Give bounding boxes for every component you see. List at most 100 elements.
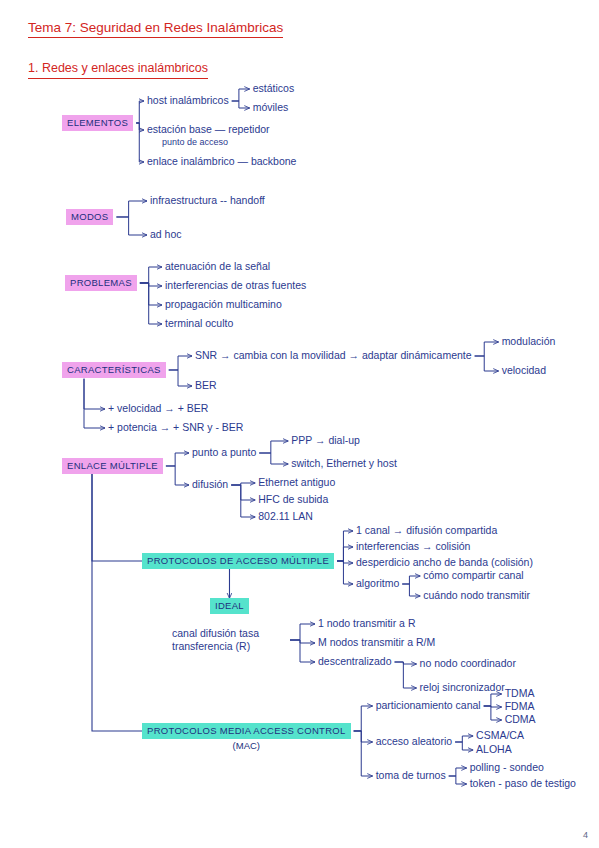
branch-line (231, 485, 255, 517)
note-text: cuándo nodo transmitir (423, 589, 530, 602)
note-text: modulación (502, 335, 556, 348)
note-text: token - paso de testigo (470, 777, 576, 790)
note-text: interferencias de otras fuentes (165, 279, 306, 292)
branch-line (402, 576, 420, 584)
branch-line (449, 768, 467, 776)
topic-box: ENLACE MÚLTIPLE (62, 458, 163, 473)
branch-line (354, 731, 373, 742)
connector-line (92, 474, 142, 731)
topic-subtext: (MAC) (142, 739, 351, 751)
note-text: descentralizado (318, 655, 392, 668)
section-heading: 1. Redes y enlaces inalámbricos (28, 61, 208, 79)
topic-box: PROTOCOLOS MEDIA ACCESS CONTROL(MAC) (142, 723, 351, 738)
connector-line (229, 569, 230, 599)
note-text: algoritmo (356, 577, 399, 590)
note-text: difusión (192, 478, 228, 491)
branch-line (484, 694, 502, 706)
note-text: ALOHA (476, 743, 512, 756)
note-text: enlace inalámbrico — backbone (147, 155, 296, 168)
note-text: 1 nodo transmitir a R (318, 617, 415, 630)
connector-line (92, 474, 142, 561)
note-text: canal difusión tasa transferencia (R) (172, 627, 287, 653)
topic-box: IDEAL (210, 598, 249, 613)
branch-line (402, 584, 420, 596)
note-text: estación base — repetidor (147, 123, 270, 136)
topic-box: PROTOCOLOS DE ACCESO MÚLTIPLE (142, 553, 334, 568)
note-text: acceso aleatorio (376, 735, 452, 748)
topic-box: CARACTERÍSTICAS (62, 362, 166, 377)
note-text: cómo compartir canal (423, 569, 523, 582)
branch-line (166, 453, 189, 466)
branch-line (116, 217, 147, 235)
branch-line (84, 379, 105, 428)
note-text: 802.11 LAN (258, 510, 313, 523)
topic-text: CARACTERÍSTICAS (62, 362, 166, 377)
branch-line (140, 283, 162, 324)
branch-line (140, 283, 162, 305)
topic-text: IDEAL (210, 598, 249, 613)
page-title: Tema 7: Seguridad en Redes Inalámbricas (28, 20, 283, 38)
topic-box: ELEMENTOS (62, 115, 133, 130)
note-text: punto de acceso (162, 137, 228, 148)
note-text: atenuación de la señal (165, 260, 270, 273)
note-text: M nodos transmitir a R/M (318, 636, 435, 649)
branch-line (140, 267, 162, 283)
note-text: estáticos (253, 82, 294, 95)
note-text: infraestructura -- handoff (150, 194, 265, 207)
branch-line (232, 89, 250, 101)
topic-box: MODOS (66, 209, 113, 224)
note-text: host inalámbricos (147, 94, 229, 107)
topic-text: MODOS (66, 209, 113, 224)
branch-line (290, 640, 315, 662)
branch-line (169, 356, 192, 370)
branch-line (84, 379, 105, 409)
branch-line (475, 342, 499, 356)
topic-box: PROBLEMAS (65, 275, 137, 290)
branch-line (354, 706, 373, 731)
note-text: + velocidad → + BER (108, 402, 208, 415)
branch-line (116, 201, 147, 217)
note-text: polling - sondeo (470, 761, 544, 774)
branch-line (232, 101, 250, 108)
edge-lines (92, 474, 229, 731)
branch-line (136, 101, 144, 123)
note-text: PPP → dial-up (291, 434, 360, 447)
branch-line (231, 485, 255, 500)
note-text: desperdicio ancho de banda (colisión) (356, 556, 533, 569)
branch-line (136, 123, 144, 162)
branch-line (354, 731, 373, 776)
note-text: FDMA (505, 700, 535, 713)
branch-line (166, 466, 189, 485)
note-text: Ethernet antiguo (258, 476, 335, 489)
branch-line (337, 531, 353, 561)
note-text: no nodo coordinador (420, 657, 516, 670)
note-text: CDMA (505, 713, 536, 726)
note-text: ad hoc (150, 228, 182, 241)
note-text: interferencias → colisión (356, 540, 470, 553)
page-number: 4 (583, 830, 588, 841)
note-text: + potencia → + SNR y - BER (108, 421, 243, 434)
branch-line (259, 453, 288, 464)
note-text: SNR → cambia con la movilidad → adaptar … (195, 349, 472, 362)
branch-line (169, 370, 192, 386)
note-text: reloj sincronizador (420, 681, 505, 694)
topic-text: PROTOCOLOS MEDIA ACCESS CONTROL (142, 723, 351, 738)
note-text: terminal oculto (165, 317, 233, 330)
branch-line (484, 706, 502, 720)
branch-line (136, 123, 144, 130)
topic-text: ENLACE MÚLTIPLE (62, 458, 163, 473)
note-text: particionamiento canal (376, 699, 481, 712)
note-text: móviles (253, 101, 289, 114)
note-text: velocidad (502, 364, 546, 377)
branch-line (337, 547, 353, 561)
branch-line (337, 561, 353, 584)
note-text: BER (195, 379, 217, 392)
topic-text: ELEMENTOS (62, 115, 133, 130)
branch-line (455, 736, 473, 742)
note-text: punto a punto (192, 446, 256, 459)
note-text: TDMA (505, 687, 535, 700)
branch-line (475, 356, 499, 371)
note-text: toma de turnos (376, 769, 446, 782)
branch-line (449, 776, 467, 784)
